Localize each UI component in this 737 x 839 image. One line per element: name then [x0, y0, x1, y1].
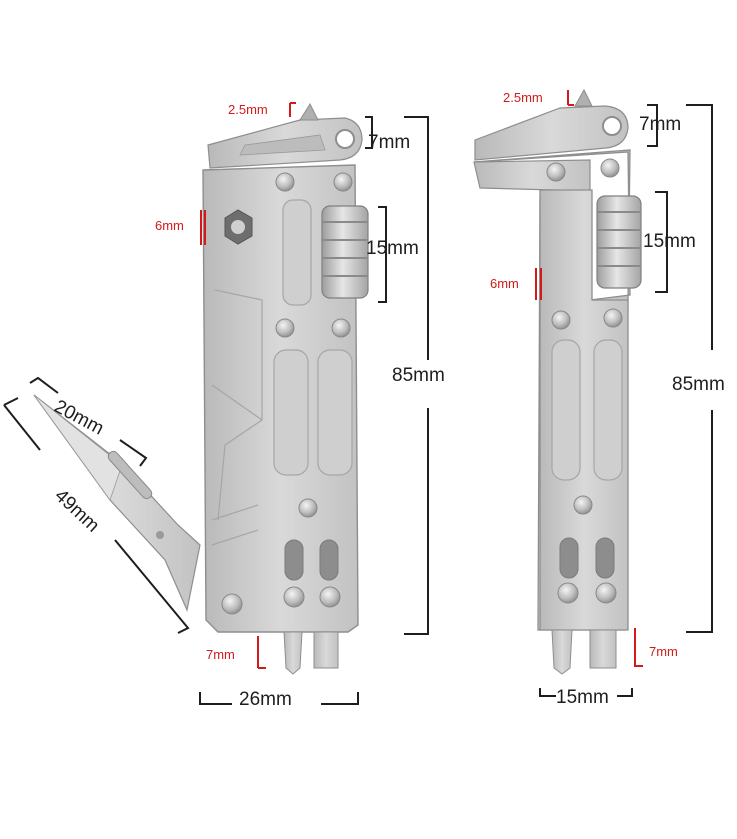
- right-lanyard-ring: [602, 116, 622, 136]
- right-wheel-dimension: 15mm: [643, 231, 696, 252]
- right-multitool: [473, 88, 642, 675]
- right-jaw-dimension: 6mm: [490, 276, 519, 291]
- right-length-dimension: 85mm: [672, 374, 725, 395]
- right-screwdriver-bits: [551, 629, 617, 675]
- left-multitool: [33, 102, 369, 675]
- dimension-lines: [3, 90, 713, 705]
- left-tip-dimension: 2.5mm: [228, 102, 268, 117]
- right-bits-dimension: 7mm: [649, 644, 678, 659]
- left-screwdriver-bits: [283, 631, 339, 675]
- right-width-dimension: 15mm: [556, 687, 609, 708]
- right-adjusting-wheel: [596, 195, 642, 289]
- right-ring-dimension: 7mm: [639, 114, 682, 135]
- left-adjusting-wheel: [321, 205, 369, 299]
- left-hex-bit: [224, 209, 253, 245]
- left-hex-dimension: 6mm: [155, 218, 184, 233]
- left-bits-dimension: 7mm: [206, 647, 235, 662]
- left-screws: [221, 172, 353, 615]
- utility-blade: [33, 394, 201, 612]
- left-lanyard-ring: [335, 129, 355, 149]
- left-ring-dimension: 7mm: [368, 132, 411, 153]
- right-tip-dimension: 2.5mm: [503, 90, 543, 105]
- right-top-head: [474, 88, 629, 161]
- right-screws: [546, 158, 623, 604]
- left-top-head: [207, 102, 363, 169]
- left-wheel-dimension: 15mm: [366, 238, 419, 259]
- left-width-dimension: 26mm: [239, 689, 292, 710]
- left-length-dimension: 85mm: [392, 365, 445, 386]
